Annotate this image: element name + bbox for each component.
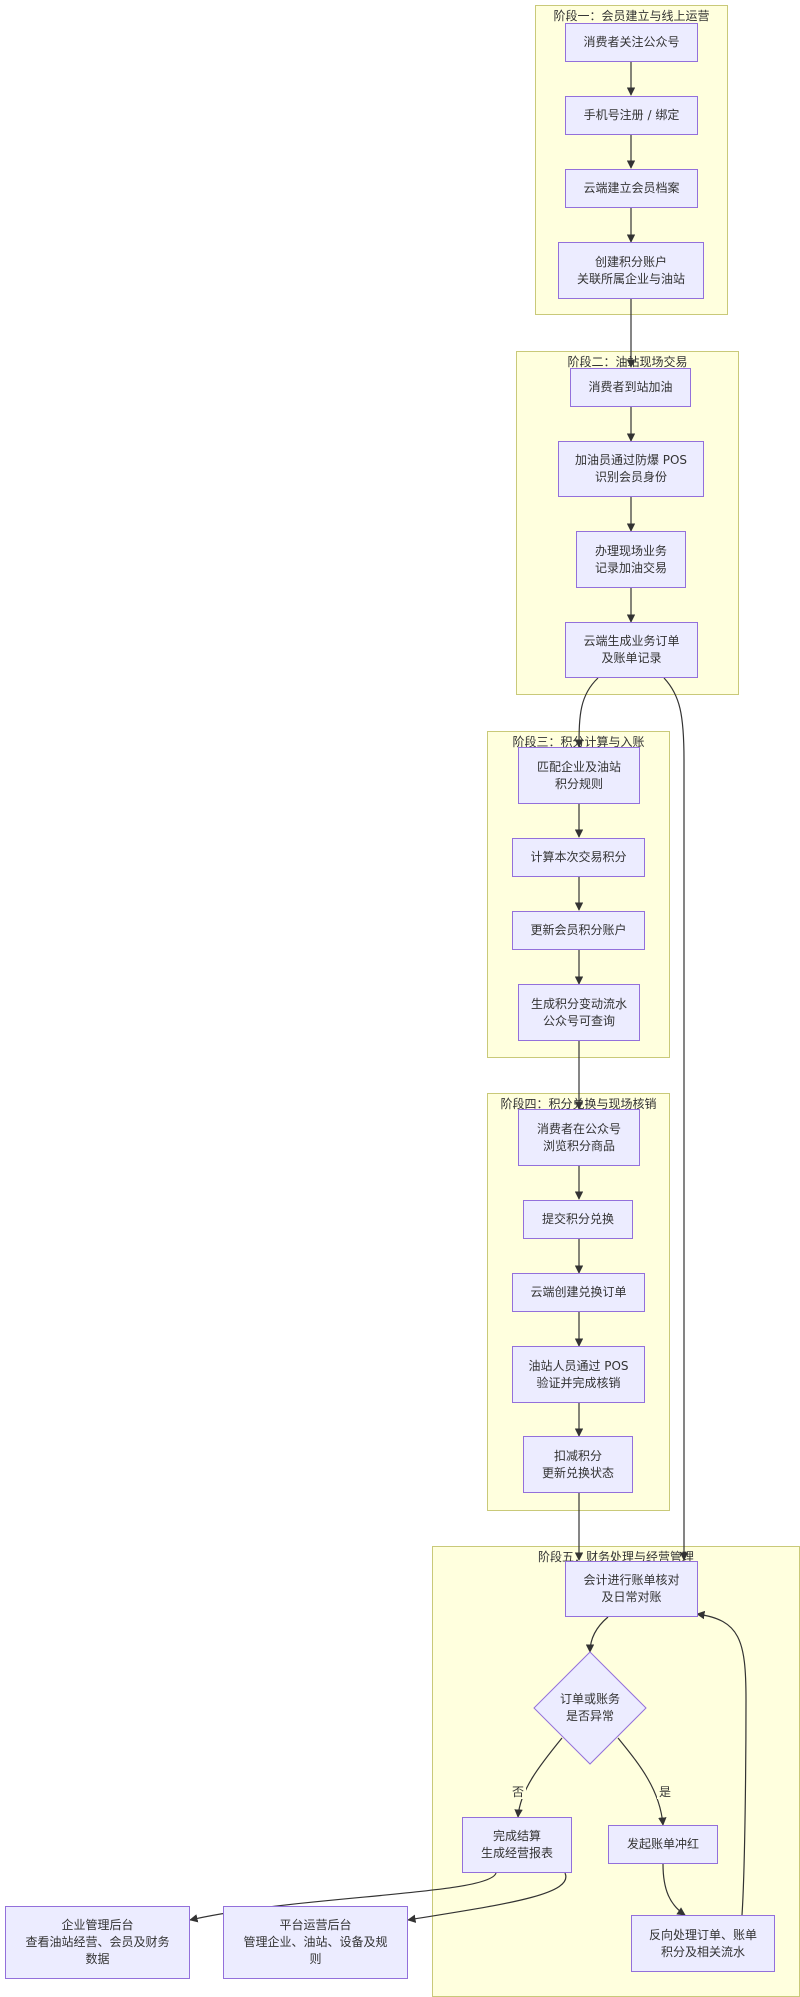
node-create-redeem-order: 云端创建兑换订单 [512, 1273, 645, 1312]
node-reconcile: 会计进行账单核对 及日常对账 [565, 1561, 698, 1617]
node-submit-redeem: 提交积分兑换 [523, 1200, 633, 1239]
edge-reprocess-reconcile [696, 1610, 747, 1916]
node-member-profile: 云端建立会员档案 [565, 169, 698, 208]
stage1-title: 阶段一：会员建立与线上运营 [553, 9, 710, 23]
node-reverse-process: 反向处理订单、账单 积分及相关流水 [631, 1915, 775, 1972]
edge-label-no: 否 [510, 1785, 527, 1799]
node-register: 手机号注册 / 绑定 [565, 96, 698, 135]
decision-diamond [533, 1651, 647, 1765]
edge-abnormal-reverse [617, 1737, 667, 1826]
node-deduct-points: 扣减积分 更新兑换状态 [523, 1436, 633, 1493]
edge-settle-platform [407, 1872, 567, 1923]
node-reversal: 发起账单冲红 [608, 1825, 718, 1864]
node-match-rules: 匹配企业及油站 积分规则 [518, 747, 640, 804]
node-pos-identify: 加油员通过防爆 POS 识别会员身份 [558, 441, 704, 497]
node-cloud-order: 云端生成业务订单 及账单记录 [565, 622, 698, 678]
edge-order-reconcile [663, 677, 689, 1561]
node-arrive-station: 消费者到站加油 [570, 368, 691, 407]
node-update-account: 更新会员积分账户 [512, 911, 645, 950]
node-calc-points: 计算本次交易积分 [512, 838, 645, 877]
edge-label-yes: 是 [657, 1785, 674, 1799]
edge-reconcile-abnormal [585, 1616, 609, 1653]
node-browse-goods: 消费者在公众号 浏览积分商品 [518, 1109, 640, 1166]
node-enterprise-backend: 企业管理后台 查看油站经营、会员及财务 数据 [5, 1906, 190, 1979]
node-follow-account: 消费者关注公众号 [565, 23, 698, 62]
decision-abnormal-label: 订单或账务 是否异常 [559, 1692, 620, 1723]
node-points-flow: 生成积分变动流水 公众号可查询 [518, 984, 640, 1041]
node-pos-verify: 油站人员通过 POS 验证并完成核销 [512, 1346, 645, 1403]
node-platform-backend: 平台运营后台 管理企业、油站、设备及规 则 [223, 1906, 408, 1979]
node-settle-report: 完成结算 生成经营报表 [462, 1817, 572, 1873]
node-onsite-transaction: 办理现场业务 记录加油交易 [576, 531, 686, 588]
edge-reverse-reprocess [662, 1863, 686, 1916]
edge-order-match [574, 677, 599, 748]
edge-abnormal-settle [514, 1737, 563, 1818]
node-points-account: 创建积分账户 关联所属企业与油站 [558, 242, 704, 299]
